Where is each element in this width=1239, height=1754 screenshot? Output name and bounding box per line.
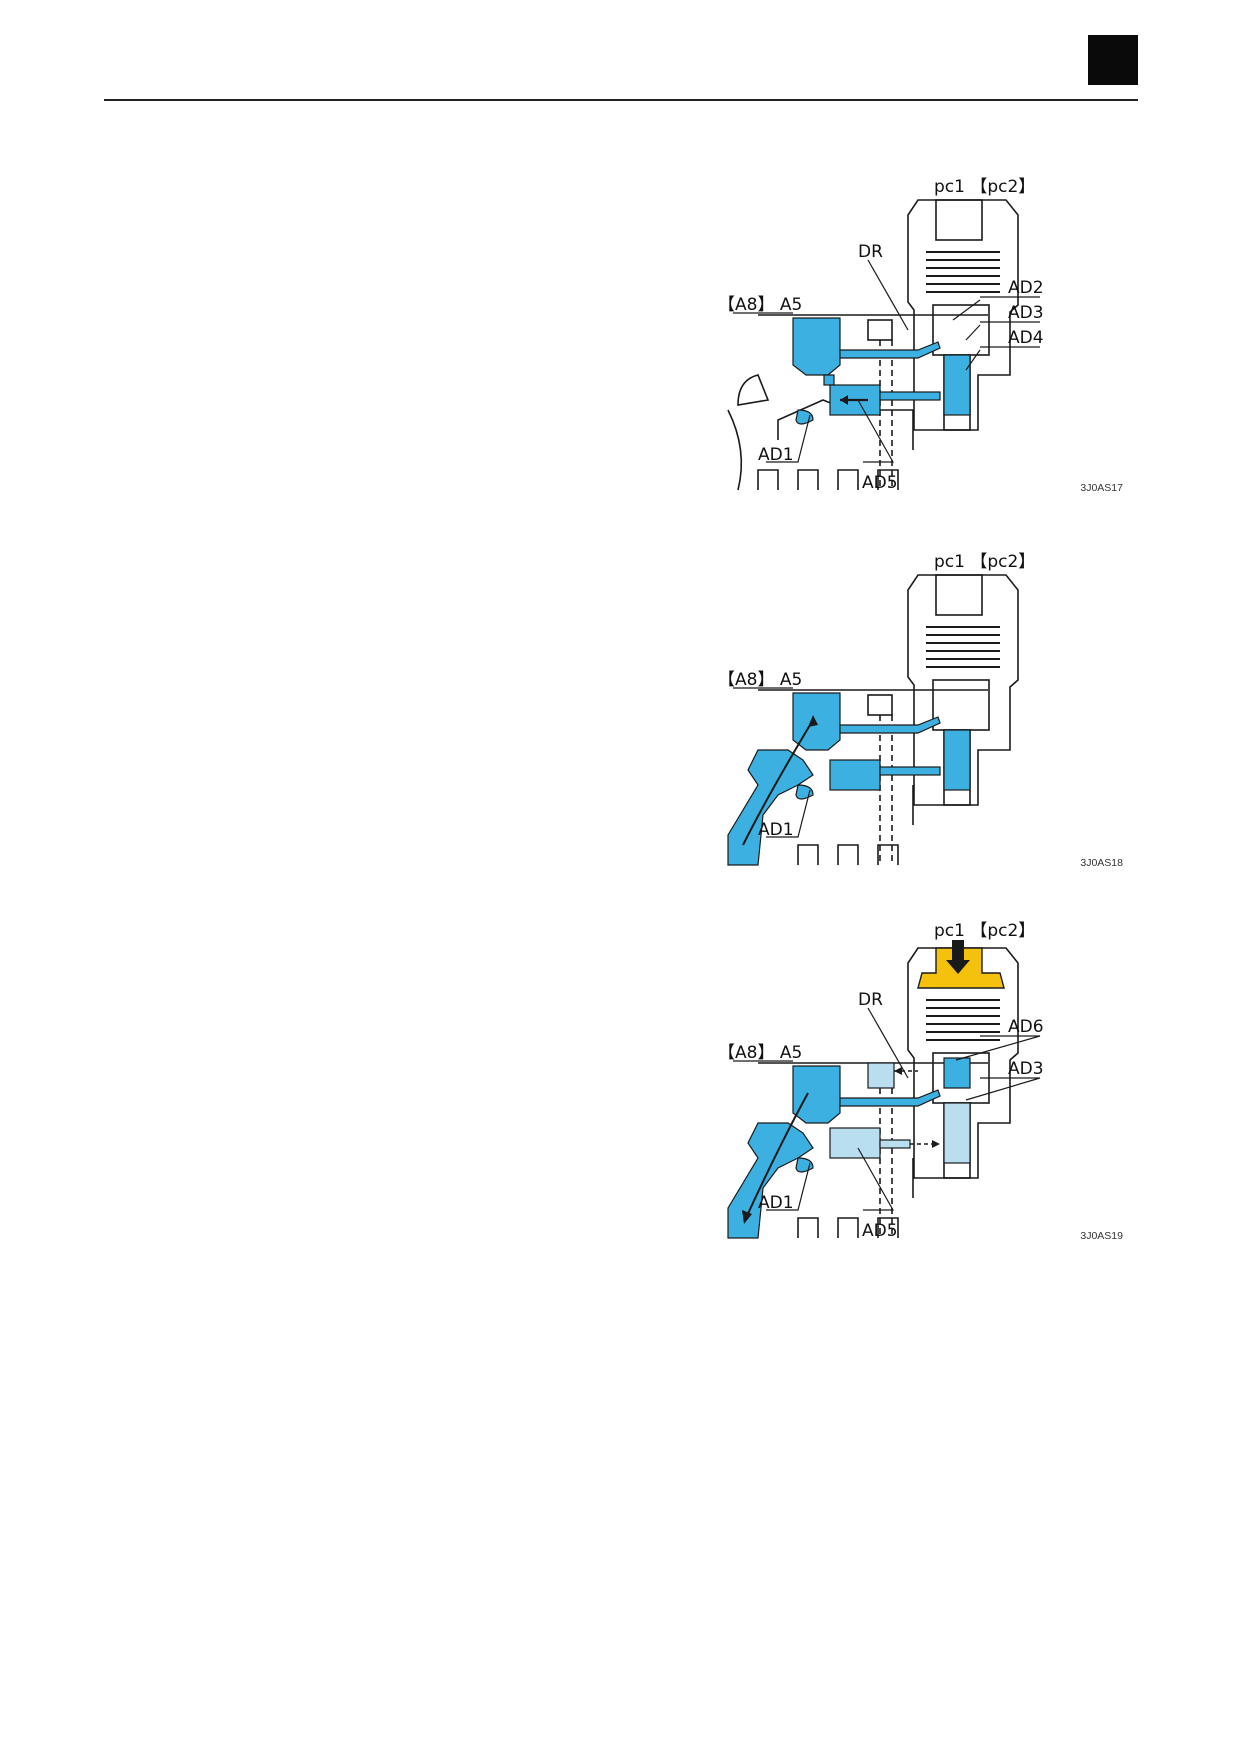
pilot-port-label: pc1 【pc2】: [934, 552, 1035, 572]
figure-3j0as19: pc1 【pc2】 【A8】 A5 DR AD6 AD3 AD1 AD5 3J0…: [718, 918, 1123, 1248]
figure-3j0as17: pc1 【pc2】 【A8】 A5 DR AD2 AD3 AD4 AD1 AD5…: [718, 170, 1123, 500]
port-label: 【A8】 A5: [718, 1043, 802, 1063]
pilot-port-label: pc1 【pc2】: [934, 177, 1035, 197]
valve-section-diagram-1: pc1 【pc2】 【A8】 A5 DR AD2 AD3 AD4 AD1 AD5: [718, 177, 1044, 493]
valve-section-diagram-2: pc1 【pc2】 【A8】 A5 AD1: [718, 552, 1035, 866]
figure-code: 3J0AS19: [1080, 1230, 1123, 1242]
drain-label: DR: [858, 242, 883, 262]
valve-section-diagram-3: pc1 【pc2】 【A8】 A5 DR AD6 AD3 AD1 AD5: [718, 921, 1044, 1241]
ad2-label: AD2: [1008, 278, 1044, 298]
ad4-label: AD4: [1008, 328, 1044, 348]
ad3-label: AD3: [1008, 1059, 1044, 1079]
header-rule: [104, 99, 1138, 101]
ad3-label: AD3: [1008, 303, 1044, 323]
pilot-port-label: pc1 【pc2】: [934, 921, 1035, 941]
drain-label: DR: [858, 990, 883, 1010]
ad1-label: AD1: [758, 820, 794, 840]
figure-code: 3J0AS17: [1080, 482, 1123, 494]
figure-3j0as18: pc1 【pc2】 【A8】 A5 AD1 3J0AS18: [718, 545, 1123, 875]
ad5-label: AD5: [862, 473, 898, 493]
page-tab-marker: [1088, 35, 1138, 85]
port-label: 【A8】 A5: [718, 295, 802, 315]
port-label: 【A8】 A5: [718, 670, 802, 690]
ad6-label: AD6: [1008, 1017, 1044, 1037]
ad1-label: AD1: [758, 1193, 794, 1213]
ad1-label: AD1: [758, 445, 794, 465]
ad5-label: AD5: [862, 1221, 898, 1241]
figure-code: 3J0AS18: [1080, 857, 1123, 869]
